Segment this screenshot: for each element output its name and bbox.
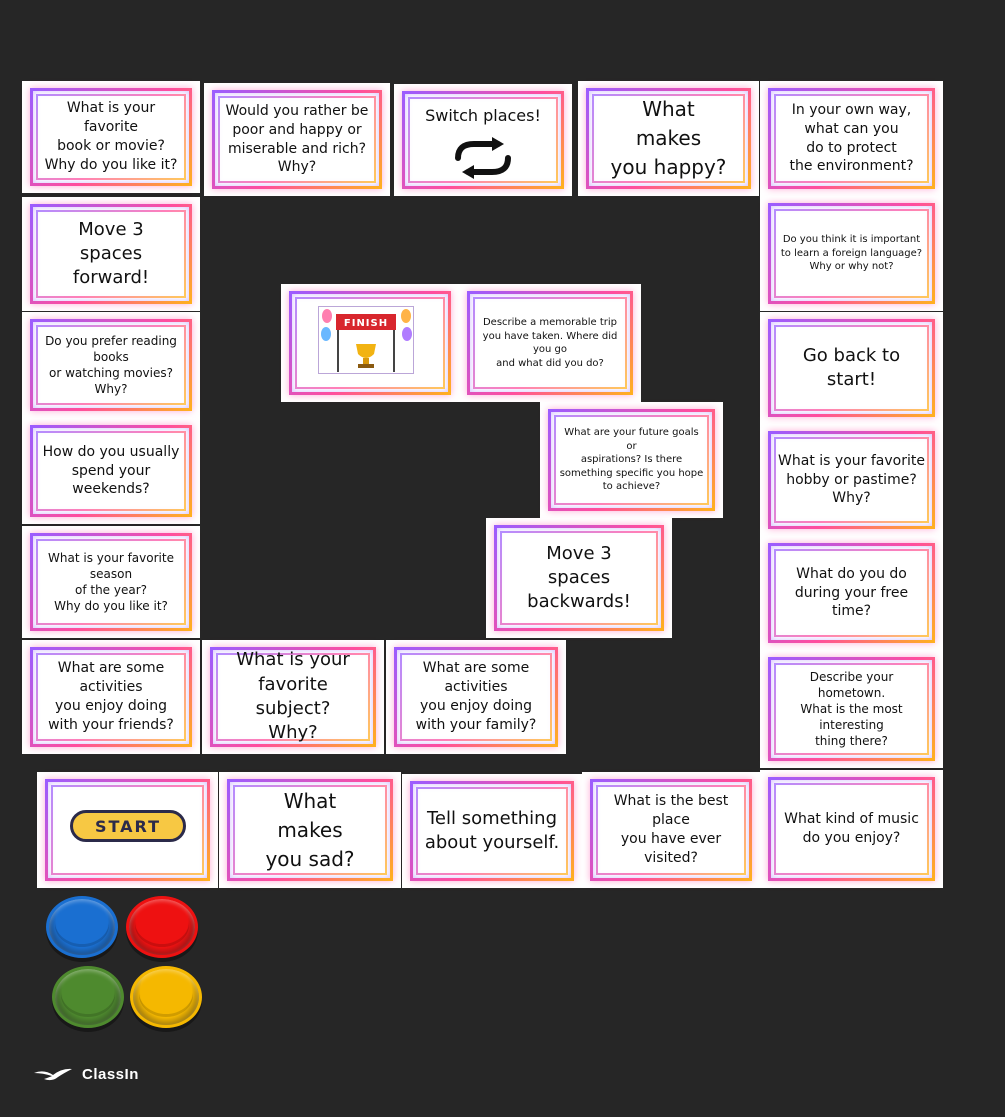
tile-text: Go back to start! (802, 344, 901, 390)
tile-future-goals[interactable]: What are your future goals or aspiration… (540, 402, 723, 518)
finish-banner-icon: FINISH (318, 306, 414, 374)
tile-would-you-rather[interactable]: Would you rather be poor and happy or mi… (204, 83, 390, 196)
tile-finish[interactable]: FINISH (281, 284, 459, 402)
tile-weekends[interactable]: How do you usually spend your weekends? (22, 418, 200, 524)
tile-foreign-language[interactable]: Do you think it is important to learn a … (760, 196, 943, 311)
tile-text: In your own way, what can you do to prot… (789, 101, 914, 175)
start-label: START (70, 810, 186, 842)
tile-go-back-to-start[interactable]: Go back to start! (760, 312, 943, 424)
tile-text: What makes you happy? (610, 97, 727, 179)
switch-arrows-icon (455, 137, 511, 179)
finish-label: FINISH (344, 318, 388, 329)
tile-music[interactable]: What kind of music do you enjoy? (760, 770, 943, 888)
tile-environment[interactable]: In your own way, what can you do to prot… (760, 81, 943, 196)
tile-text: What are some activities you enjoy doing… (48, 660, 174, 733)
tile-fav-book[interactable]: What is your favorite book or movie? Why… (22, 81, 200, 193)
tile-free-time[interactable]: What do you do during your free time? (760, 536, 943, 650)
tile-activities-family[interactable]: What are some activities you enjoy doing… (386, 640, 566, 754)
tile-activities-friends[interactable]: What are some activities you enjoy doing… (22, 640, 200, 754)
green-token[interactable] (52, 966, 124, 1028)
tile-text: Would you rather be poor and happy or mi… (225, 102, 369, 176)
tile-hometown[interactable]: Describe your hometown. What is the most… (760, 650, 943, 768)
blue-token[interactable] (46, 896, 118, 958)
brand-name: ClassIn (82, 1066, 139, 1083)
tile-favorite-subject[interactable]: What is your favorite subject? Why? (202, 640, 384, 754)
tile-text: Move 3 spaces forward! (72, 218, 150, 289)
tile-text: Tell something about yourself. (424, 807, 560, 853)
tile-text: How do you usually spend your weekends? (42, 443, 180, 498)
tile-text: Switch places! (425, 106, 541, 125)
bird-logo-icon (34, 1068, 72, 1080)
tile-text: Do you prefer reading books or watching … (45, 333, 177, 397)
yellow-token[interactable] (130, 966, 202, 1028)
tile-text: What are some activities you enjoy doing… (415, 660, 537, 733)
tile-text: What are your future goals or aspiration… (559, 427, 704, 493)
tile-text: What kind of music do you enjoy? (784, 811, 919, 846)
tile-what-makes-sad[interactable]: What makes you sad? (219, 772, 401, 888)
tile-text: What do you do during your free time? (794, 565, 909, 620)
tile-start[interactable]: START (37, 772, 218, 888)
tile-hobby[interactable]: What is your favorite hobby or pastime? … (760, 424, 943, 536)
tile-text: What is your favorite book or movie? Why… (44, 100, 178, 173)
tile-switch-places[interactable]: Switch places! (394, 84, 572, 196)
tile-text: Describe a memorable trip you have taken… (482, 317, 618, 369)
tile-text: Move 3 spaces backwards! (527, 542, 631, 613)
classin-logo: ClassIn (34, 1066, 139, 1083)
tile-text: Describe your hometown. What is the most… (800, 669, 903, 749)
red-token[interactable] (126, 896, 198, 958)
tile-text: What is the best place you have ever vis… (613, 793, 729, 866)
tile-move-3-backwards[interactable]: Move 3 spaces backwards! (486, 518, 672, 638)
tile-text: What is your favorite season of the year… (48, 550, 174, 614)
tile-text: What is your favorite hobby or pastime? … (778, 452, 925, 507)
tile-text: Do you think it is important to learn a … (780, 234, 923, 273)
tile-text: What makes you sad? (265, 788, 355, 871)
tile-tell-about-yourself[interactable]: Tell something about yourself. (402, 774, 582, 888)
tile-season[interactable]: What is your favorite season of the year… (22, 526, 200, 638)
tile-best-place[interactable]: What is the best place you have ever vis… (582, 772, 760, 888)
tile-books-or-movies[interactable]: Do you prefer reading books or watching … (22, 312, 200, 418)
tile-move-3-forward[interactable]: Move 3 spaces forward! (22, 197, 200, 311)
tile-text: What is your favorite subject? Why? (236, 649, 350, 744)
tile-memorable-trip[interactable]: Describe a memorable trip you have taken… (459, 284, 641, 402)
tile-what-makes-happy[interactable]: What makes you happy? (578, 81, 759, 196)
